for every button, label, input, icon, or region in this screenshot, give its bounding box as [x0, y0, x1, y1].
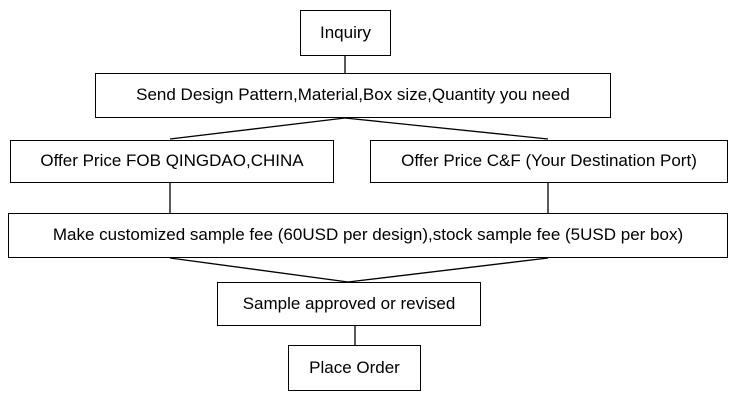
connector-sample-fee-to-approved-left	[169, 257, 349, 283]
flow-node-offer-price-cf-label: Offer Price C&F (Your Destination Port)	[401, 151, 697, 171]
connector-send-design-to-offer-fob	[169, 117, 346, 140]
flow-node-inquiry[interactable]: Inquiry	[300, 10, 391, 56]
flow-node-inquiry-label: Inquiry	[319, 22, 372, 42]
flow-node-place-order[interactable]: Place Order	[288, 345, 421, 391]
flow-node-sample-fee-label: Make customized sample fee (60USD per de…	[52, 225, 684, 245]
flow-node-send-design[interactable]: Send Design Pattern,Material,Box size,Qu…	[95, 73, 611, 118]
flow-node-place-order-label: Place Order	[309, 357, 400, 377]
flow-node-offer-price-fob[interactable]: Offer Price FOB QINGDAO,CHINA	[10, 140, 334, 183]
flow-node-sample-fee[interactable]: Make customized sample fee (60USD per de…	[8, 213, 728, 258]
flow-node-send-design-label: Send Design Pattern,Material,Box size,Qu…	[136, 85, 570, 105]
connector-sample-fee-to-approved-right	[347, 257, 549, 283]
flow-node-offer-price-fob-label: Offer Price FOB QINGDAO,CHINA	[40, 151, 304, 171]
flow-node-sample-approved[interactable]: Sample approved or revised	[217, 282, 481, 326]
connector-send-design-to-offer-cf	[344, 117, 549, 140]
flow-node-sample-approved-label: Sample approved or revised	[242, 293, 456, 313]
flow-node-offer-price-cf[interactable]: Offer Price C&F (Your Destination Port)	[370, 140, 728, 183]
